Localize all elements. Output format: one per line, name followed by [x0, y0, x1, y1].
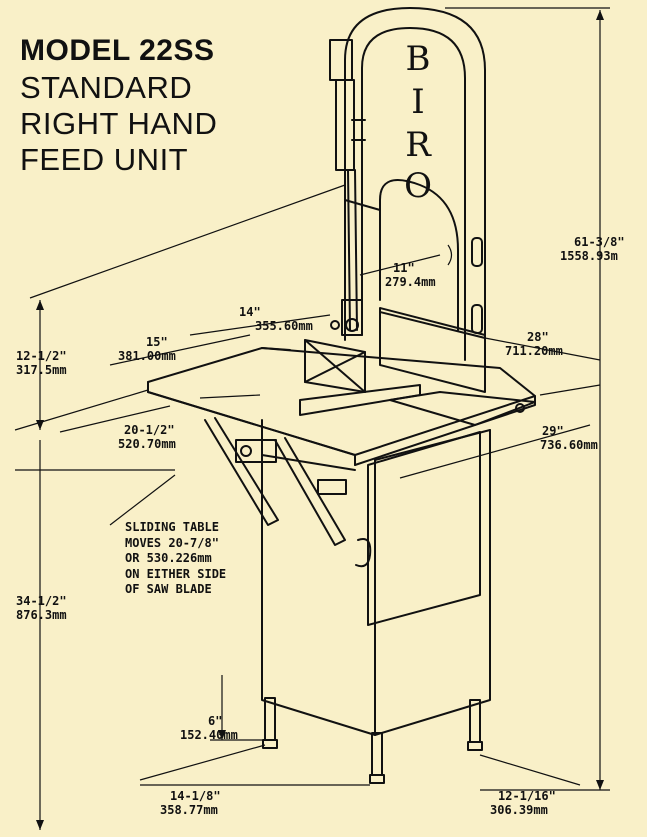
dim-line-depth — [399, 384, 601, 479]
dim-inch: 28" — [527, 330, 549, 344]
dim-inch: 14" — [239, 305, 261, 319]
title-line-2: RIGHT HAND — [20, 106, 218, 141]
brand-letter: I — [411, 82, 424, 122]
fence — [379, 307, 486, 393]
housing-latch — [471, 237, 483, 334]
dim-line-table-front — [59, 394, 261, 433]
dim-line-overall-height — [445, 7, 610, 791]
dim-fence-width: 28" 711.20mm — [505, 330, 563, 359]
dim-overall-height: 61-3/8" 1558.93m — [560, 235, 625, 264]
dim-mm: 876.3mm — [16, 607, 67, 622]
dim-mm: 279.4mm — [385, 274, 436, 289]
dim-inch: 29" — [542, 424, 564, 438]
arrowheads — [36, 10, 604, 830]
legs — [262, 697, 483, 784]
dim-inch: 15" — [146, 335, 168, 349]
brand-letters: B I R O — [404, 39, 432, 206]
dim-mm: 355.60mm — [255, 318, 313, 333]
dim-inch: 12-1/2" — [16, 349, 67, 363]
blade-guide-column — [329, 39, 366, 336]
title-line-3: FEED UNIT — [20, 142, 189, 177]
dim-table-depth: 14" 355.60mm — [225, 305, 313, 334]
dim-table-front: 20-1/2" 520.70mm — [118, 423, 176, 452]
dim-mm: 1558.93m — [560, 248, 618, 263]
dim-overall-depth: 29" 736.60mm — [540, 424, 598, 453]
dim-mm: 358.77mm — [160, 802, 218, 817]
dim-inch: 61-3/8" — [574, 235, 625, 249]
brand-letter: B — [406, 39, 431, 79]
dim-inch: 20-1/2" — [124, 423, 175, 437]
title-line-1: STANDARD — [20, 70, 193, 105]
table-braces — [204, 417, 347, 546]
dim-mm: 306.39mm — [490, 802, 548, 817]
dim-leg-height: 6" 152.40mm — [180, 714, 238, 743]
note-line: OR 530.226mm — [125, 551, 212, 566]
note-line: ON EITHER SIDE — [125, 566, 227, 581]
dim-mm: 317.5mm — [16, 362, 67, 377]
dim-throat: 11" 279.4mm — [385, 261, 436, 290]
dim-inch: 6" — [208, 714, 223, 728]
dim-inch: 34-1/2" — [16, 594, 67, 608]
note-leader — [109, 474, 176, 526]
dim-mm: 381.00mm — [118, 348, 176, 363]
dim-left-height: 12-1/2" 317.5mm — [16, 349, 67, 378]
note-line: MOVES 20-7/8" — [125, 535, 219, 550]
dim-inch: 11" — [393, 261, 415, 275]
cabinet — [261, 419, 491, 736]
dim-mm: 711.20mm — [505, 343, 563, 358]
right-tray — [389, 391, 536, 426]
model-title: MODEL 22SS — [20, 34, 215, 67]
dim-line-base — [139, 744, 581, 786]
brand-letter: R — [405, 125, 432, 165]
sliding-table — [147, 347, 536, 466]
dim-table-width: 15" 381.00mm — [118, 335, 176, 364]
dim-base-depth: 12-1/16" 306.39mm — [490, 789, 556, 818]
dim-inch: 14-1/8" — [170, 789, 221, 803]
wheel-housing — [344, 7, 486, 381]
title-block: MODEL 22SS STANDARD RIGHT HAND FEED UNIT — [20, 36, 217, 180]
note-line: OF SAW BLADE — [125, 582, 212, 597]
dim-line-throat — [359, 244, 453, 276]
dim-line-fence — [484, 337, 601, 361]
dim-base-width: 14-1/8" 358.77mm — [160, 789, 221, 818]
dim-mm: 520.70mm — [118, 436, 176, 451]
dim-line-leg — [210, 675, 265, 741]
dim-table-height: 34-1/2" 876.3mm — [16, 594, 67, 623]
meat-pusher — [299, 339, 421, 416]
dim-line-left-height — [14, 184, 346, 431]
sliding-table-note: SLIDING TABLE MOVES 20-7/8" OR 530.226mm… — [125, 520, 226, 598]
brand-letter: O — [404, 166, 432, 206]
dim-inch: 12-1/16" — [498, 789, 556, 803]
dim-mm: 152.40mm — [180, 727, 238, 742]
dim-mm: 736.60mm — [540, 437, 598, 452]
dim-line-table-width — [109, 314, 331, 366]
note-line: SLIDING TABLE — [125, 520, 219, 534]
dim-line-table-height — [15, 440, 175, 830]
